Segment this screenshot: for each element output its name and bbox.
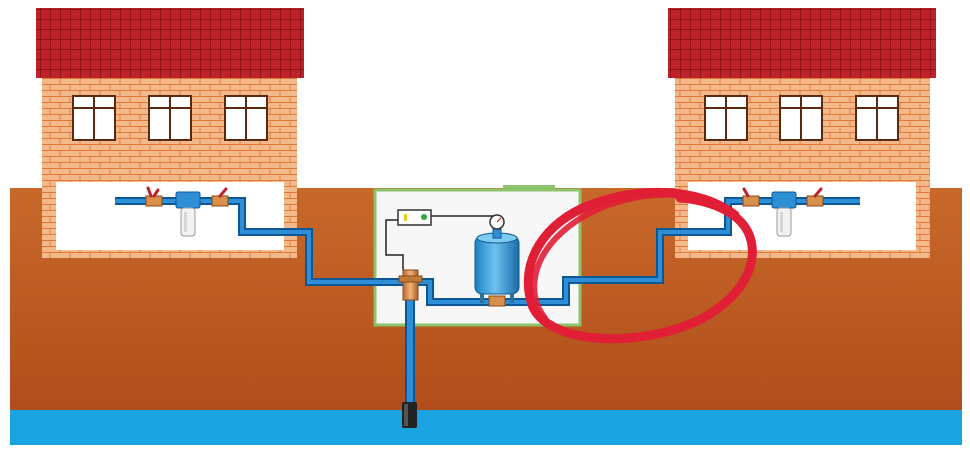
pressure-tank — [474, 227, 520, 303]
house-right — [668, 8, 936, 258]
valve — [806, 187, 824, 207]
right-house-roof — [668, 8, 936, 78]
left-filter — [175, 191, 201, 237]
right-house-plumbing — [742, 187, 824, 237]
indicator-light — [421, 214, 427, 220]
window — [72, 95, 116, 141]
valve — [145, 186, 163, 207]
left-house-plumbing — [145, 186, 229, 237]
control-wire — [385, 219, 404, 270]
caisson-lid — [503, 185, 555, 190]
well-casing — [402, 269, 419, 301]
window — [224, 95, 268, 141]
tank-valve — [488, 295, 506, 307]
valve — [211, 187, 229, 207]
well-head-cap — [398, 275, 423, 283]
window — [779, 95, 823, 141]
right-house-basement — [688, 182, 916, 250]
window — [704, 95, 748, 141]
house-left — [36, 8, 304, 258]
left-house-roof — [36, 8, 304, 78]
left-house-basement — [56, 182, 284, 250]
right-filter — [771, 191, 797, 237]
aquifer-water-layer — [10, 410, 962, 445]
tank-leg — [510, 293, 514, 303]
window — [148, 95, 192, 141]
control-box — [397, 209, 432, 226]
pressure-gauge — [489, 214, 505, 230]
highlight-circle-annotation — [523, 188, 757, 344]
indicator-light — [404, 214, 407, 221]
tank-leg — [480, 293, 484, 303]
valve — [742, 187, 760, 207]
window — [855, 95, 899, 141]
